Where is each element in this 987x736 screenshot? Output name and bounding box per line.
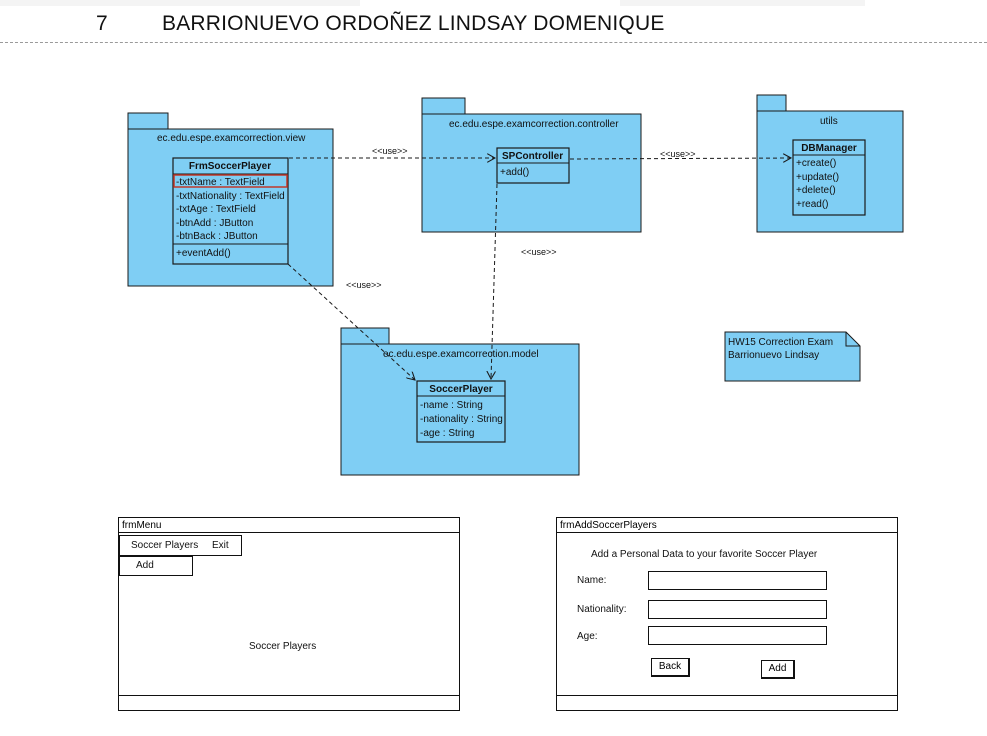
nationality-field[interactable] — [648, 600, 827, 619]
class-method: +add() — [500, 167, 529, 178]
note-line-1: HW15 Correction Exam — [728, 337, 833, 348]
class-attribute: -txtAge : TextField — [176, 204, 256, 215]
class-method: +update() — [796, 172, 839, 183]
uml-class-diagram: ec.edu.espe.examcorrection.view ec.edu.e… — [127, 94, 904, 476]
class-soccer-player: SoccerPlayer -name : String -nationality… — [416, 380, 506, 443]
frm-menu-window: frmMenu Soccer Players Exit Add Soccer P… — [118, 517, 460, 711]
package-controller: ec.edu.espe.examcorrection.controller — [421, 97, 642, 233]
class-sp-controller-name: SPController — [502, 151, 563, 162]
dependency-view-model: <<use>> — [287, 263, 415, 380]
section-title: BARRIONUEVO ORDOÑEZ LINDSAY DOMENIQUE — [162, 12, 665, 35]
class-attribute: -txtNationality : TextField — [176, 191, 285, 202]
label-name: Name: — [577, 575, 607, 586]
frm-menu-title: frmMenu — [119, 518, 459, 533]
menu-bar — [119, 535, 242, 556]
dependency-label: <<use>> — [372, 146, 408, 156]
note-line-2: Barrionuevo Lindsay — [728, 350, 819, 361]
class-attribute: -nationality : String — [420, 414, 503, 425]
header-divider — [0, 42, 987, 43]
page-top-edge-left — [0, 0, 360, 6]
dependency-label: <<use>> — [521, 247, 557, 257]
dependency-label: <<use>> — [346, 280, 382, 290]
class-method: +eventAdd() — [176, 248, 231, 259]
class-attribute: -txtName : TextField — [176, 177, 265, 188]
package-model-label: ec.edu.espe.examcorrection.model — [383, 349, 539, 360]
frm-add-window: frmAddSoccerPlayers Add a Personal Data … — [556, 517, 898, 711]
menu-content-label: Soccer Players — [249, 641, 317, 652]
dependency-controller-model: <<use>> — [491, 183, 557, 379]
class-attribute: -btnAdd : JButton — [176, 218, 253, 229]
age-field[interactable] — [648, 626, 827, 645]
package-controller-label: ec.edu.espe.examcorrection.controller — [449, 119, 619, 130]
package-view-label: ec.edu.espe.examcorrection.view — [157, 133, 306, 144]
back-button[interactable]: Back — [651, 658, 690, 677]
uml-note: HW15 Correction Exam Barrionuevo Lindsay — [724, 331, 861, 382]
package-utils-label: utils — [820, 116, 838, 127]
class-method: +read() — [796, 199, 829, 210]
class-attribute: -age : String — [420, 428, 474, 439]
class-frm-soccer-player: FrmSoccerPlayer -txtName : TextField -tx… — [172, 157, 289, 265]
frm-add-heading: Add a Personal Data to your favorite Soc… — [591, 549, 818, 560]
frm-add-title: frmAddSoccerPlayers — [557, 518, 897, 533]
submenu-add[interactable] — [119, 556, 193, 576]
class-soccer-player-name: SoccerPlayer — [429, 384, 492, 395]
dependency-label: <<use>> — [660, 149, 696, 159]
dependency-controller-utils: <<use>> — [569, 149, 791, 159]
submenu-item-add[interactable]: Add — [136, 560, 154, 571]
add-button[interactable]: Add — [761, 660, 795, 679]
class-method: +delete() — [796, 185, 836, 196]
class-db-manager: DBManager +create() +update() +delete() … — [792, 139, 866, 216]
dependency-view-controller: <<use>> — [289, 146, 495, 158]
class-db-manager-name: DBManager — [801, 143, 857, 154]
class-attribute: -name : String — [420, 400, 483, 411]
menu-item-exit[interactable]: Exit — [212, 540, 229, 551]
class-frm-soccer-player-name: FrmSoccerPlayer — [189, 161, 271, 172]
frm-add-footer — [557, 695, 897, 710]
class-method: +create() — [796, 158, 836, 169]
section-number: 7 — [96, 12, 108, 35]
frm-menu-footer — [119, 695, 459, 710]
name-field[interactable] — [648, 571, 827, 590]
class-attribute: -btnBack : JButton — [176, 231, 258, 242]
class-sp-controller: SPController +add() — [496, 147, 570, 184]
label-nationality: Nationality: — [577, 604, 627, 615]
label-age: Age: — [577, 631, 598, 642]
menu-item-soccer-players[interactable]: Soccer Players — [131, 540, 199, 551]
page-top-edge-right — [620, 0, 865, 6]
selected-attribute-highlight — [173, 174, 288, 188]
